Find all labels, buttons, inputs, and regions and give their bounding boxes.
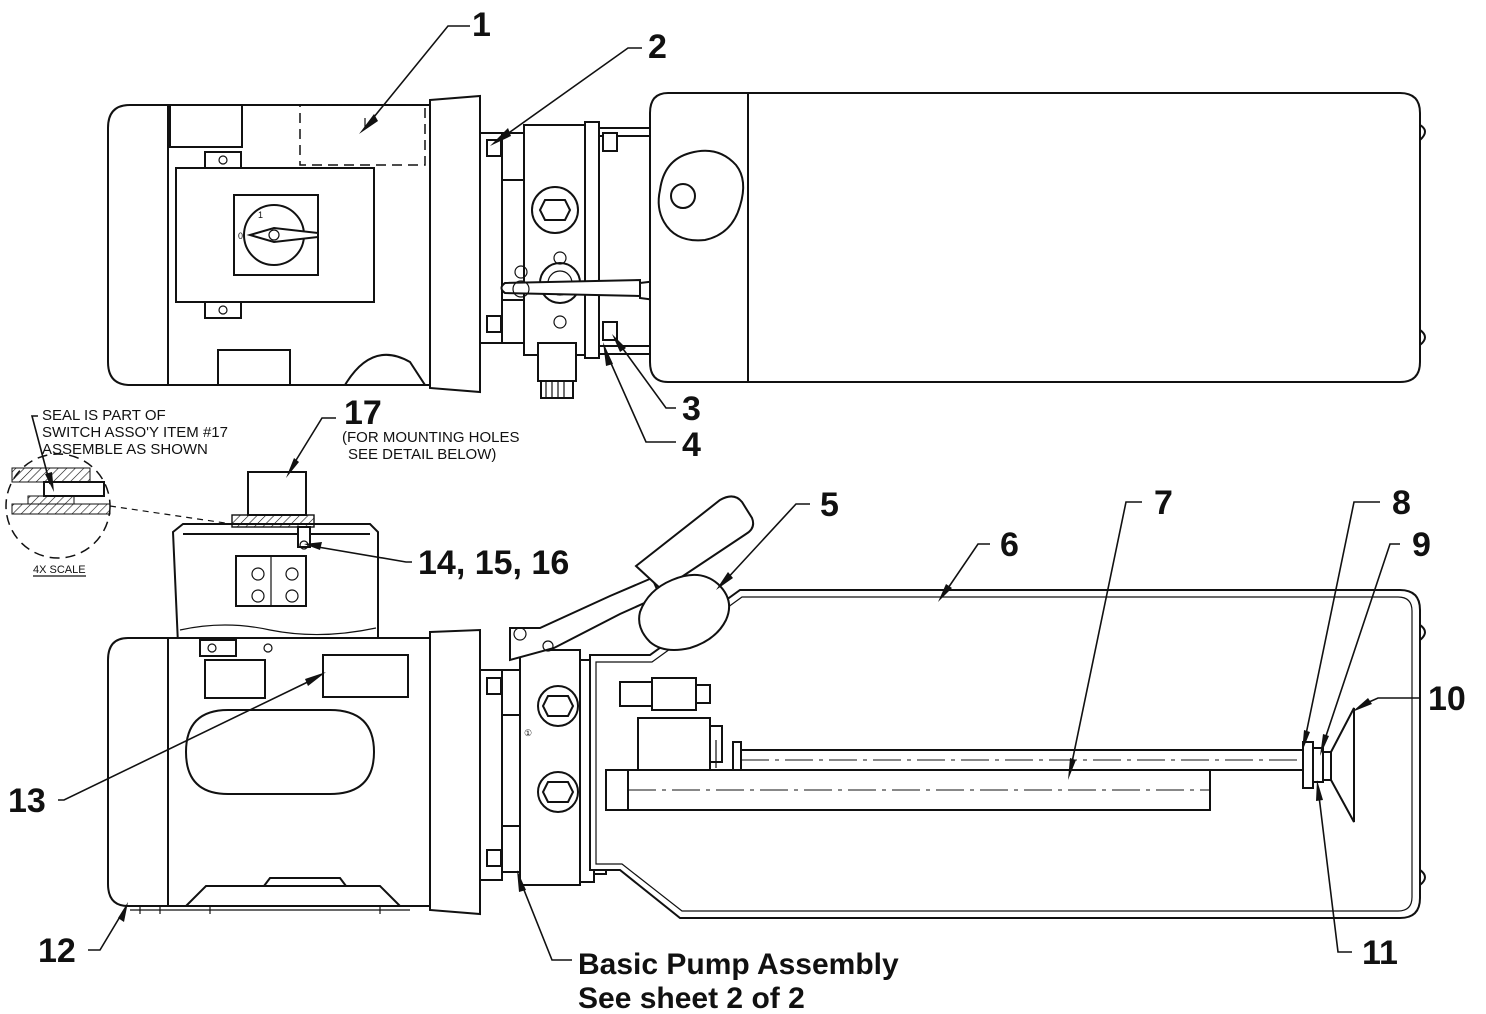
basic-pump-note-line2: See sheet 2 of 2 xyxy=(578,982,805,1014)
side-motor xyxy=(107,628,481,916)
callout-14-15-16: 14, 15, 16 xyxy=(418,544,569,582)
mounting-note-line2: SEE DETAIL BELOW) xyxy=(348,446,496,463)
top-motor: 0 1 xyxy=(107,94,481,394)
callout-8: 8 xyxy=(1392,484,1411,522)
switch-box xyxy=(171,471,379,645)
seal-note-line1: SEAL IS PART OF xyxy=(42,407,166,424)
top-reservoir xyxy=(649,92,1426,383)
callout-17: 17 xyxy=(344,394,382,432)
callout-10: 10 xyxy=(1428,680,1466,718)
basic-pump-note-line1: Basic Pump Assembly xyxy=(578,948,899,981)
callout-2: 2 xyxy=(648,28,667,66)
seal-note-line2: SWITCH ASSO'Y ITEM #17 xyxy=(42,424,228,441)
seal-note-line3: ASSEMBLE AS SHOWN xyxy=(42,441,208,458)
top-view: 0 1 xyxy=(107,92,1426,399)
callout-4: 4 xyxy=(682,426,701,464)
scale-note: 4X SCALE xyxy=(33,564,86,576)
callout-6: 6 xyxy=(1000,526,1019,564)
callout-1: 1 xyxy=(472,6,491,44)
callout-12: 12 xyxy=(38,932,76,970)
side-view: ① xyxy=(5,453,1426,919)
switch-on-mark: 1 xyxy=(258,210,263,220)
side-reservoir xyxy=(589,573,1426,919)
callout-13: 13 xyxy=(8,782,46,820)
port-mark: ① xyxy=(524,728,532,738)
callout-7: 7 xyxy=(1154,484,1173,522)
callout-11: 11 xyxy=(1362,934,1398,972)
callouts: 1 2 3 4 17 (FOR MOUNTING HOLES SEE DETAI… xyxy=(8,6,1466,1014)
callout-3: 3 xyxy=(682,390,701,428)
callout-5: 5 xyxy=(820,486,839,524)
seal-detail xyxy=(5,453,233,559)
mounting-note-line1: (FOR MOUNTING HOLES xyxy=(342,429,520,446)
callout-9: 9 xyxy=(1412,526,1431,564)
switch-off-mark: 0 xyxy=(238,231,243,241)
